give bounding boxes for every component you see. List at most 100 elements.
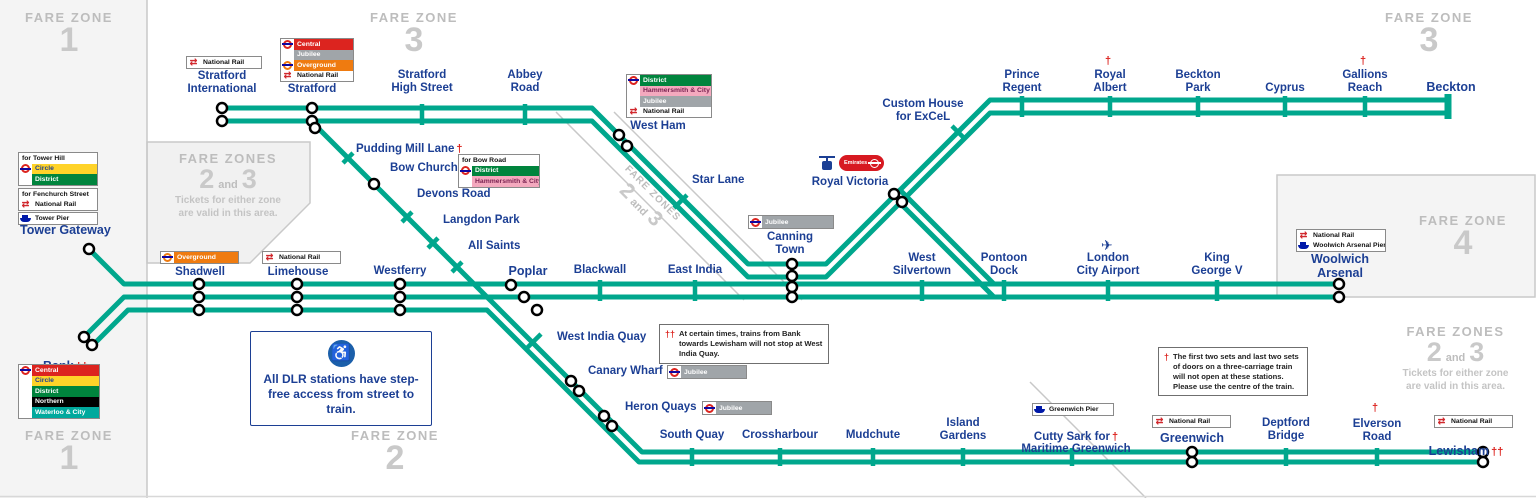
station-label-prince-regent: Prince Regent (1002, 69, 1042, 94)
jubilee-bar-canning-town: Jubilee (748, 215, 834, 229)
station-label-east-india: East India (667, 264, 723, 276)
fare-zone-3-right-label: FARE ZONE 3 (1385, 10, 1473, 59)
station-label-canary-wharf: Canary Wharf (588, 365, 663, 377)
wheelchair-icon: ♿ (331, 344, 351, 362)
interchange-box-fenchurch-street: for Fenchurch Street National Rail (18, 188, 98, 211)
dagger-icon: † (456, 142, 463, 155)
national-rail-icon (22, 200, 30, 209)
fare-zone-3-top-label: FARE ZONE 3 (370, 10, 458, 59)
station-label-star-lane: Star Lane (692, 174, 745, 186)
airport-plane-icon: ✈ (1101, 237, 1113, 253)
station-label-royal-victoria: Royal Victoria (811, 176, 889, 188)
overground-roundel-icon (162, 252, 173, 262)
interchange-box-stratford: Central Jubilee Overground National Rail (280, 38, 354, 82)
underground-roundel-icon (704, 403, 715, 413)
interchange-box-bow-road: for Bow Road District Hammersmith & City (458, 154, 540, 188)
underground-roundel-icon (628, 75, 639, 85)
overground-roundel-icon (282, 60, 293, 70)
underground-roundel-icon (669, 367, 680, 377)
national-rail-icon (284, 71, 292, 80)
fare-zone-2-bottom-label: FARE ZONE 2 (351, 428, 439, 477)
underground-roundel-icon (20, 365, 31, 375)
station-label-stratford-high-street: Stratford High Street (391, 69, 453, 94)
station-label-tower-gateway: Tower Gateway (20, 223, 111, 237)
station-label-west-ham: West Ham (630, 120, 686, 132)
station-label-canning-town: Canning Town (767, 231, 813, 256)
cable-car-icon (819, 156, 835, 171)
station-label-blackwall: Blackwall (573, 264, 627, 276)
station-label-limehouse: Limehouse (267, 266, 329, 278)
dagger-icon: † (1164, 352, 1170, 362)
station-label-langdon-park: Langdon Park (443, 214, 520, 226)
station-label-cyprus: Cyprus (1265, 82, 1305, 94)
interchange-box-shadwell: Overground (160, 251, 239, 264)
station-label-lewisham: Lewisham†† (1428, 443, 1504, 458)
interchange-box-stratford-international: National Rail (186, 56, 262, 69)
interchange-box-limehouse: National Rail (262, 251, 341, 264)
interchange-box-woolwich-arsenal: National Rail Woolwich Arsenal Pier (1296, 229, 1386, 252)
carriage-doors-note: † The first two sets and last two sets o… (1158, 347, 1308, 397)
station-label-deptford-bridge: Deptford Bridge (1262, 417, 1310, 442)
station-label-london-city-airport: London City Airport (1076, 252, 1140, 277)
jubilee-bar-heron-quays: Jubilee (702, 401, 772, 415)
dagger-icon: † (1360, 55, 1367, 67)
station-label-crossharbour: Crossharbour (741, 429, 819, 441)
fare-zone-1-top-label: FARE ZONE 1 (25, 10, 113, 59)
station-label-all-saints: All Saints (468, 240, 521, 252)
station-label-pontoon-dock: Pontoon Dock (980, 252, 1028, 277)
station-label-mudchute: Mudchute (845, 429, 901, 441)
station-label-south-quay: South Quay (659, 429, 725, 441)
station-label-heron-quays: Heron Quays (625, 401, 697, 413)
underground-roundel-icon (750, 217, 761, 227)
station-label-west-silvertown: West Silvertown (892, 252, 952, 277)
station-label-greenwich: Greenwich (1160, 431, 1224, 445)
station-label-stratford-international: Stratford International (187, 70, 257, 95)
national-rail-icon (266, 253, 274, 262)
station-label-pudding-mill-lane: Pudding Mill Lane† (356, 142, 463, 155)
station-label-stratford: Stratford (287, 83, 337, 95)
fare-zone-1-bottom-label: FARE ZONE 1 (25, 428, 113, 477)
underground-roundel-icon (460, 166, 471, 176)
step-free-access-note: ♿ All DLR stations have step-free access… (250, 331, 432, 426)
station-label-abbey-road: Abbey Road (507, 69, 543, 94)
station-label-shadwell: Shadwell (175, 266, 225, 278)
emirates-roundel-icon (868, 158, 882, 168)
double-dagger-icon: †† (665, 329, 676, 339)
station-label-devons-road: Devons Road (417, 188, 491, 200)
station-label-poplar: Poplar (508, 264, 548, 278)
station-label-bow-church: Bow Church (390, 162, 458, 174)
boat-pier-icon (1298, 242, 1309, 250)
boat-pier-icon (1034, 405, 1045, 413)
interchange-box-bank: Central Circle District Northern Waterlo… (18, 364, 100, 419)
wheelchair-badge: ♿ (327, 340, 355, 367)
interchange-markers (77, 101, 1490, 469)
station-label-elverson-road: Elverson Road (1352, 418, 1402, 443)
boat-pier-icon (20, 214, 31, 222)
double-dagger-icon: †† (1491, 445, 1504, 458)
underground-roundel-icon (282, 39, 293, 49)
station-label-island-gardens: Island Gardens (939, 417, 987, 442)
fare-zone-4-label: FARE ZONE 4 (1419, 213, 1507, 262)
station-label-woolwich-arsenal: Woolwich Arsenal (1310, 252, 1370, 280)
west-india-quay-note: †† At certain times, trains from Bank to… (659, 324, 829, 364)
emirates-air-line-badge: Emirates (839, 155, 885, 171)
station-label-beckton: Beckton (1426, 80, 1476, 94)
station-label-westferry: Westferry (373, 265, 427, 277)
interchange-box-greenwich: National Rail (1152, 415, 1231, 428)
station-label-king-george-v: King George V (1191, 252, 1243, 277)
underground-roundel-icon (20, 164, 31, 174)
interchange-box-west-ham: District Hammersmith & City Jubilee Nati… (626, 74, 712, 118)
station-label-custom-house: Custom House for ExCeL (882, 98, 964, 123)
jubilee-bar-canary-wharf: Jubilee (667, 365, 747, 379)
national-rail-icon (1156, 417, 1164, 426)
national-rail-icon (1300, 231, 1308, 240)
station-label-cutty-sark: Cutty Sark for† Maritime Greenwich (1021, 430, 1131, 456)
station-label-gallions-reach: Gallions Reach (1342, 69, 1388, 94)
national-rail-icon (630, 107, 638, 116)
dagger-icon: † (1372, 402, 1379, 414)
dagger-icon: † (1111, 430, 1119, 443)
station-label-royal-albert: Royal Albert (1093, 69, 1127, 94)
